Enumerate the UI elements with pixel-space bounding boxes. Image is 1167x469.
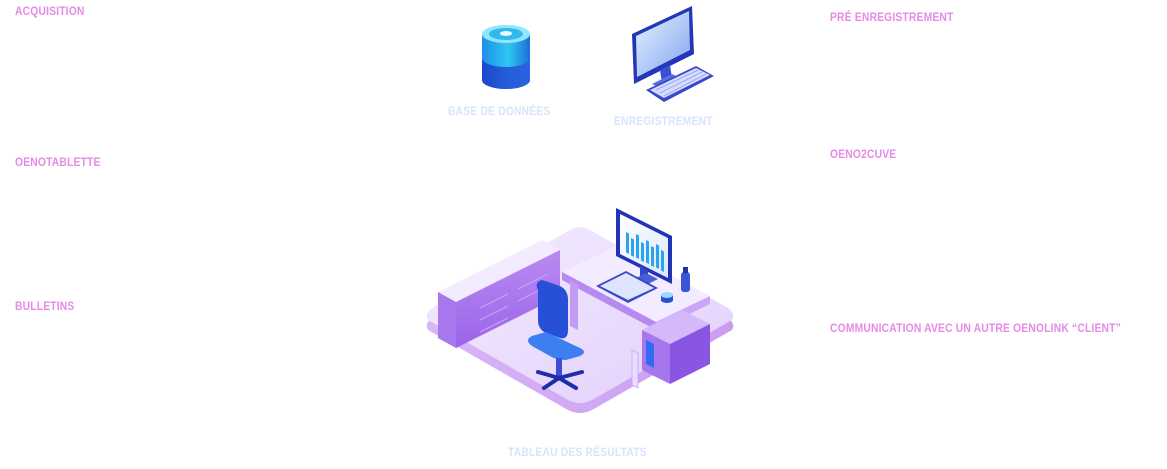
- database-icon: [482, 25, 530, 89]
- label-communication: COMMUNICATION AVEC UN AUTRE OENOLINK “CL…: [830, 321, 1121, 335]
- label-enregistrement: ENREGISTREMENT: [614, 114, 713, 128]
- workstation-illustration: [426, 208, 734, 413]
- computer-icon: [632, 6, 714, 102]
- label-oenotablette: OENOTABLETTE: [15, 155, 101, 169]
- label-acquisition: ACQUISITION: [15, 4, 85, 18]
- label-bulletins: BULLETINS: [15, 299, 75, 313]
- label-base-de-donnees: BASE DE DONNÉES: [448, 104, 551, 118]
- label-tableau-des-resultats: TABLEAU DES RÉSULTATS: [508, 445, 647, 459]
- label-pre-enregistrement: PRÉ ENREGISTREMENT: [830, 10, 954, 24]
- label-oeno2cuve: OENO2CUVE: [830, 147, 897, 161]
